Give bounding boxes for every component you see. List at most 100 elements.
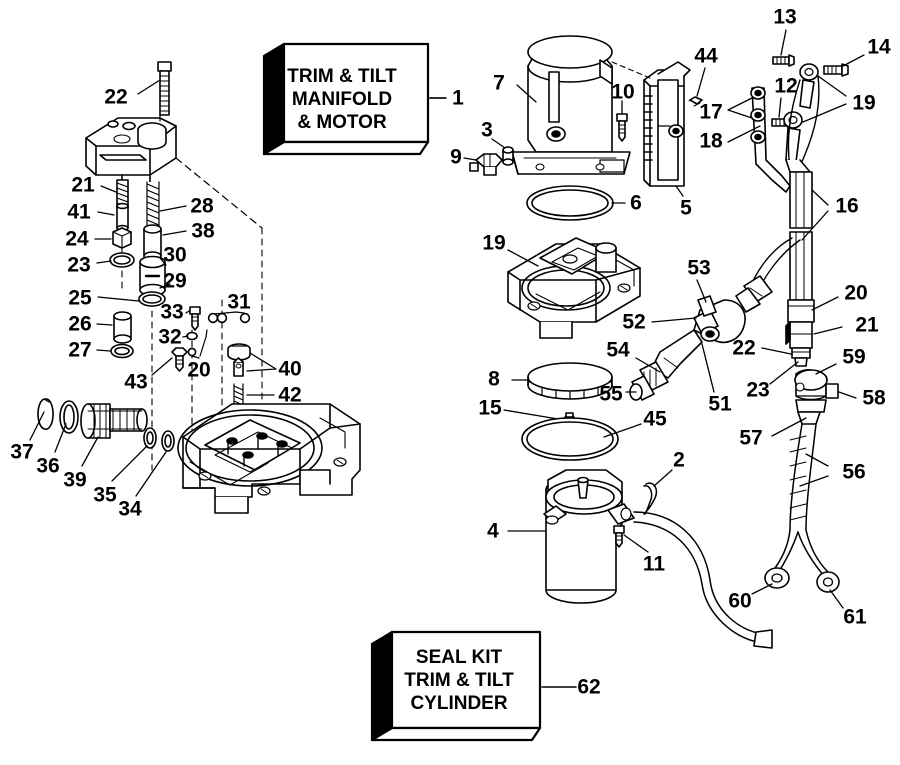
callout-21: 21	[855, 313, 879, 337]
callout-26: 26	[68, 312, 92, 336]
callout-3: 3	[481, 118, 493, 142]
callout-11: 11	[642, 552, 666, 576]
part-4-reservoir	[543, 469, 773, 649]
part-23-oring	[109, 252, 135, 268]
callout-13: 13	[773, 5, 797, 29]
callout-6: 6	[630, 191, 642, 215]
part-28-spring	[146, 181, 160, 227]
part-30-valve-body	[139, 255, 166, 297]
part-7-motor	[511, 35, 631, 175]
callout-29: 29	[163, 269, 187, 293]
callout-42: 42	[278, 383, 302, 407]
callout-17: 17	[699, 100, 723, 124]
label-box-1	[262, 42, 430, 156]
callout-32: 32	[158, 325, 182, 349]
part-5-solenoid-block	[643, 61, 691, 187]
part-33-screw	[189, 306, 201, 331]
part-2-clip	[643, 482, 658, 515]
callout-1: 1	[452, 86, 464, 110]
callout-23: 23	[67, 253, 91, 277]
part-manifold-base	[177, 403, 361, 514]
callout-57: 57	[739, 426, 763, 450]
callout-27: 27	[68, 338, 92, 362]
callout-45: 45	[643, 407, 667, 431]
part-26-piston	[113, 311, 132, 344]
callout-15: 15	[478, 396, 502, 420]
callout-60: 60	[728, 589, 752, 613]
part-10-screw	[616, 113, 628, 142]
callout-54: 54	[606, 338, 630, 362]
part-41-sleeve	[116, 202, 129, 232]
callout-22: 22	[104, 85, 128, 109]
callout-62: 62	[577, 675, 601, 699]
part-36-seal	[59, 400, 79, 434]
part-51-55-valve-assembly	[629, 295, 746, 401]
callout-55: 55	[599, 382, 623, 406]
part-29-oring	[138, 291, 166, 307]
callout-12: 12	[774, 74, 798, 98]
part-44-screw	[688, 96, 703, 107]
part-31-balls	[207, 312, 251, 324]
part-18-bracket	[750, 86, 791, 193]
part-19-trim-rod-assembly	[783, 63, 820, 173]
callout-18: 18	[699, 129, 723, 153]
callout-52: 52	[622, 310, 646, 334]
part-13-screw	[772, 54, 795, 67]
part-22-bolt	[157, 61, 172, 116]
callout-25: 25	[68, 286, 92, 310]
callout-10: 10	[611, 80, 635, 104]
callout-28: 28	[190, 194, 214, 218]
callout-19: 19	[482, 231, 506, 255]
callout-37: 37	[10, 440, 34, 464]
part-43-screw	[171, 347, 188, 372]
callout-20: 20	[187, 358, 211, 382]
callout-53: 53	[687, 256, 711, 280]
callout-39: 39	[63, 468, 87, 492]
part-22-seal	[791, 347, 811, 367]
part-6-oring	[526, 185, 614, 221]
part-34-oring	[161, 430, 175, 452]
callout-59: 59	[842, 345, 866, 369]
part-35-oring	[143, 427, 157, 449]
callout-8: 8	[488, 367, 500, 391]
callout-51: 51	[708, 392, 732, 416]
callout-7: 7	[493, 71, 505, 95]
part-27-oring	[110, 343, 134, 359]
callout-30: 30	[163, 243, 187, 267]
part-39-piston-rod	[80, 403, 148, 439]
callout-33: 33	[160, 300, 184, 324]
callout-58: 58	[862, 386, 886, 410]
part-45-oring	[521, 417, 619, 461]
callout-44: 44	[694, 44, 718, 68]
box-label-seal-kit-trim-tilt-cylinder: SEAL KIT TRIM & TILT CYLINDER	[404, 647, 514, 715]
callout-23: 23	[746, 378, 770, 402]
part-11-screw	[613, 525, 625, 548]
part-21-terminal	[785, 321, 813, 349]
part-24-nut	[112, 227, 132, 249]
callout-2: 2	[673, 448, 685, 472]
part-9-fitting	[469, 153, 503, 176]
callout-40: 40	[278, 357, 302, 381]
callout-34: 34	[118, 497, 142, 521]
callout-20: 20	[844, 281, 868, 305]
part-14-screw	[823, 63, 849, 77]
callout-31: 31	[227, 290, 251, 314]
callout-16: 16	[835, 194, 859, 218]
callout-4: 4	[487, 519, 499, 543]
part-16-hose	[735, 171, 813, 313]
part-8-clamp	[527, 362, 613, 400]
part-37-retaining-ring	[37, 398, 54, 430]
callout-14: 14	[867, 35, 891, 59]
callout-56: 56	[842, 460, 866, 484]
box-label-trim-tilt-manifold-motor: TRIM & TILT MANIFOLD & MOTOR	[287, 66, 397, 134]
callout-61: 61	[843, 605, 867, 629]
callout-22: 22	[732, 336, 756, 360]
callout-38: 38	[191, 219, 215, 243]
callout-21: 21	[71, 173, 95, 197]
label-box-2	[370, 630, 542, 742]
callout-19: 19	[852, 91, 876, 115]
part-3-plug	[502, 146, 514, 166]
part-20-connector	[787, 299, 815, 323]
part-42-spring	[233, 383, 244, 406]
